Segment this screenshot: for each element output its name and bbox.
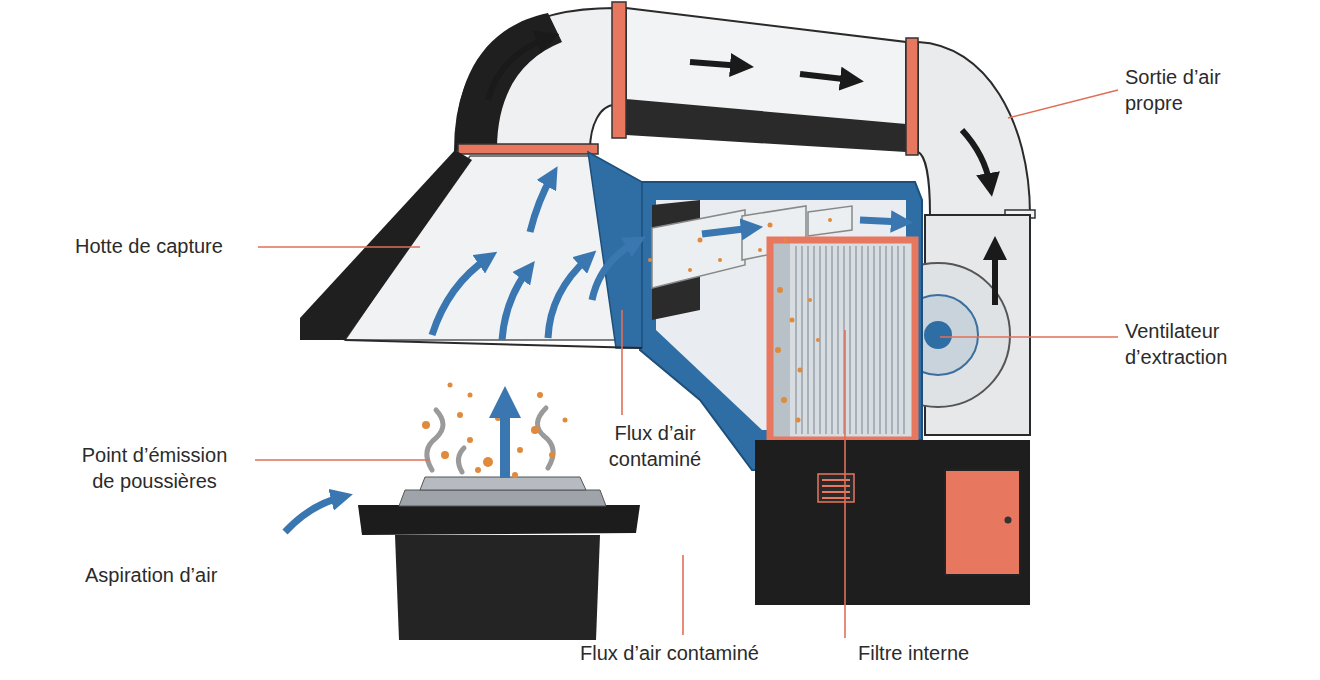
callout-label: Point d’émission de poussières [72,442,237,494]
dust-particle [688,268,692,272]
callout-label: Sortie d’air propre [1125,64,1255,116]
dust-particle [781,397,787,403]
callout-label: Flux d’air contaminé [580,640,820,666]
dust-particle [517,447,523,453]
leader-line [255,459,430,461]
filter-cartridge [770,240,915,440]
dust-particle [483,457,493,467]
duct [918,42,1030,215]
capture-hood [345,340,642,348]
dust-particle [790,318,795,323]
leader-line [844,330,846,638]
filter-chamber [652,210,745,288]
contaminated-air-arrow [285,176,902,532]
dust-particle [448,383,453,388]
contaminated-air-arrow [285,497,342,532]
leader-line [258,246,420,248]
dust-particle [775,347,781,353]
base-cabinet [818,474,854,502]
dust-particle [828,218,832,222]
duct [626,100,906,152]
leader-line [940,336,1118,338]
callout-label: Hotte de capture [75,233,275,259]
base-cabinet [945,470,1020,575]
contaminated-air-arrow [548,258,588,338]
clean-air-arrow [488,38,548,100]
dust-particle [537,392,543,398]
clean-air-arrow [800,74,852,80]
dust-particle [467,437,473,443]
dust-particle [796,418,801,423]
dust-particle [441,451,449,459]
leader-line [255,90,1118,638]
smoke-wisp [458,448,464,472]
dust-particle [549,452,555,458]
filter-cartridge [796,246,904,434]
contaminated-air-arrow [500,402,510,478]
dust-particle [563,418,568,423]
callout-label: Ventilateur d’extraction [1125,318,1265,370]
callout-label: Flux d’air contaminé [600,420,710,472]
leader-line [682,555,684,635]
leader-line [1008,90,1118,118]
contaminated-air-arrow [860,220,902,222]
dust-particle [531,426,539,434]
filter-chamber [808,206,852,236]
duct [612,2,626,138]
smoke-wisp [537,408,553,468]
filter-cartridge [770,240,915,440]
smoke-wisp [427,410,443,470]
contaminated-air-arrow [530,176,552,232]
work-table [420,477,586,490]
dust-particle [783,238,787,242]
dust-particle [422,421,430,429]
callout-label: Filtre interne [858,640,1008,666]
dust-particle [457,412,463,418]
work-table [358,477,640,640]
clean-air-arrow [690,62,742,66]
dust-particle [422,218,832,478]
dust-particle [475,467,481,473]
base-cabinet [755,440,1030,605]
work-table [399,490,606,506]
duct [455,8,615,150]
contaminated-air-arrow [592,242,636,300]
dust-particle [512,472,518,478]
dust-particle [816,338,820,342]
contaminated-air-arrow [502,270,528,340]
fan-housing [924,321,952,349]
callout-label: Aspiration d’air [85,562,285,588]
work-table [358,505,640,535]
dust-particle [798,368,803,373]
duct [458,144,598,154]
clean-air-arrow [962,130,990,185]
leader-line [621,310,623,415]
work-table [395,535,600,640]
base-cabinet [755,440,1030,605]
filter-cartridge [770,240,915,440]
dust-particle [808,298,812,302]
dust-particle [648,258,652,262]
dust-particle [698,238,703,243]
contaminated-air-arrow [702,228,752,234]
clean-air-arrow [992,248,998,305]
duct [455,13,562,150]
duct [906,38,918,155]
dust-particle [468,393,473,398]
contaminated-air-arrow [432,258,488,335]
capture-hood [588,152,642,348]
dust-particle [777,287,783,293]
dust-particle [758,248,762,252]
dust-particle [718,258,722,262]
capture-hood [300,150,472,340]
base-cabinet [1005,517,1012,524]
smoke-wisp [427,408,553,472]
dust-particle [768,223,773,228]
capture-hood [300,150,642,348]
